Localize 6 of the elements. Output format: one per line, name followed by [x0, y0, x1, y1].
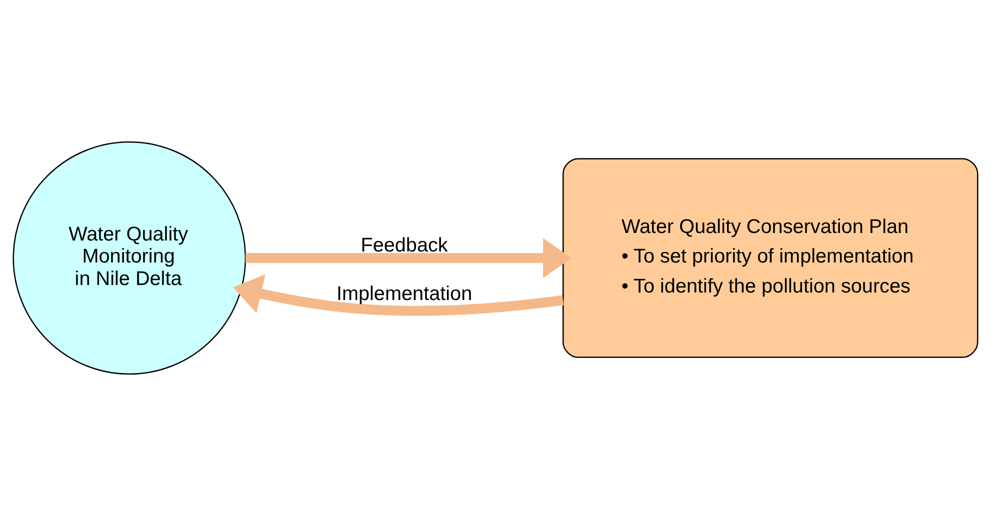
- edge-label: Implementation: [336, 282, 472, 304]
- node-box: Water Quality Conservation Plan • To set priority of implementation • To identify the pollution sources: [562, 158, 978, 358]
- arrow: [233, 274, 564, 316]
- edge-label: Feedback: [360, 234, 448, 256]
- arrow: [246, 238, 572, 278]
- node-circle: Water Quality Monitoring in Nile Delta: [12, 140, 246, 374]
